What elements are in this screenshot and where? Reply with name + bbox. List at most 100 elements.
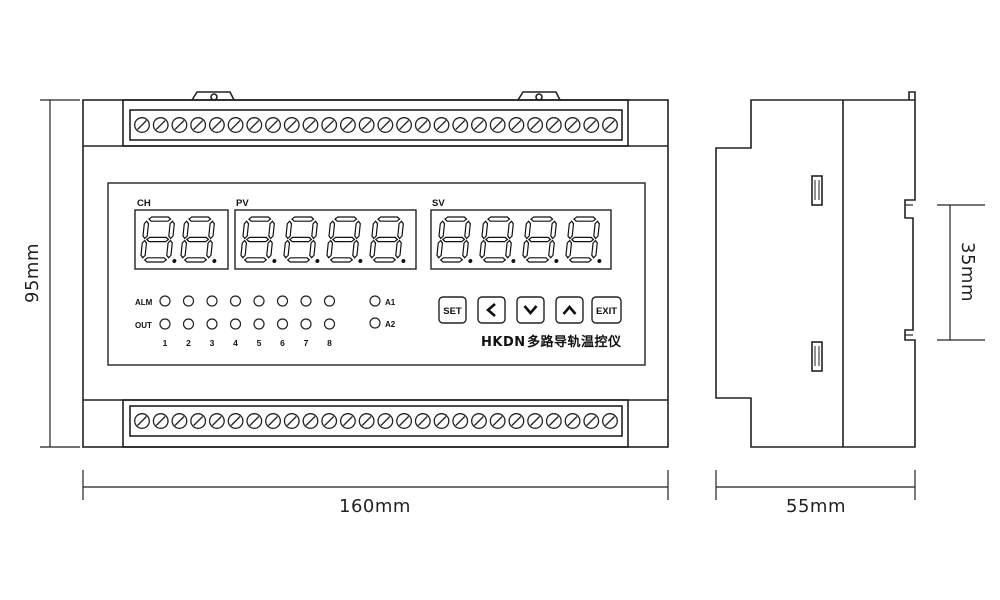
pv-display <box>234 209 417 270</box>
seven-segment-digit <box>240 216 277 263</box>
terminal-screw <box>246 117 263 133</box>
terminal-screw <box>414 413 431 429</box>
front-view <box>82 91 669 448</box>
sv-digits <box>436 216 602 263</box>
product-name: 多路导轨温控仪 <box>527 334 622 350</box>
terminal-screw <box>396 117 413 133</box>
seven-segment-digit <box>140 216 177 263</box>
top-terminal-housing <box>122 99 629 147</box>
alm-led <box>253 295 265 307</box>
terminal-screw <box>265 117 281 133</box>
ch-label: CH <box>137 198 151 209</box>
down-button[interactable] <box>516 296 545 324</box>
channel-number: 1 <box>163 338 168 348</box>
terminal-screw <box>339 117 356 133</box>
height-dimension-label: 95mm <box>22 243 43 303</box>
channel-number: 8 <box>327 338 332 348</box>
terminal-screw <box>602 413 618 429</box>
terminal-screw <box>545 117 562 133</box>
terminal-screw <box>508 413 525 429</box>
terminal-screw <box>152 117 169 133</box>
terminal-screw <box>564 413 581 429</box>
out-row-label: OUT <box>135 321 152 330</box>
alm-led <box>300 295 312 307</box>
terminal-screw <box>452 413 469 429</box>
terminal-screw <box>134 413 150 429</box>
a2-led <box>369 317 381 329</box>
a1-led <box>369 295 381 307</box>
side-clip-upper <box>811 175 823 206</box>
seven-segment-digit <box>369 216 406 263</box>
terminal-screw <box>452 117 469 133</box>
terminal-screw <box>377 413 394 429</box>
seven-segment-digit <box>479 216 516 263</box>
alm-led <box>323 295 336 307</box>
terminal-screw <box>171 117 188 133</box>
channel-number: 2 <box>186 338 191 348</box>
seven-segment-digit <box>180 216 217 263</box>
seven-segment-digit <box>326 216 363 263</box>
sv-label: SV <box>432 198 445 209</box>
seven-segment-digit <box>565 216 602 263</box>
terminal-screw <box>583 413 600 429</box>
out-led <box>276 318 289 330</box>
top-terminals <box>134 117 618 133</box>
set-button[interactable] <box>438 296 467 324</box>
out-led <box>253 318 265 330</box>
channel-number: 7 <box>304 338 309 348</box>
terminal-screw <box>302 413 319 429</box>
terminal-screw <box>321 117 338 133</box>
terminal-screw <box>564 117 581 133</box>
alm-row-label: ALM <box>135 298 153 307</box>
exit-button[interactable] <box>591 296 622 324</box>
terminal-screw <box>227 413 244 429</box>
terminal-screw <box>283 117 300 133</box>
terminal-screw <box>414 117 431 133</box>
exit-button-label: EXIT <box>596 306 617 317</box>
side-body-outline <box>715 91 916 448</box>
terminal-screw <box>471 413 487 429</box>
top-mount-tab-left-hole <box>210 93 218 101</box>
terminal-screw <box>134 117 150 133</box>
terminal-screw <box>545 413 562 429</box>
alm-led <box>159 295 171 307</box>
terminal-screw <box>489 413 506 429</box>
a2-label: A2 <box>385 320 396 329</box>
device-body-outline <box>82 99 669 448</box>
top-mount-tab-right-hole <box>535 93 543 101</box>
terminal-screw <box>227 117 244 133</box>
chevron-up-icon <box>562 305 577 315</box>
alm-led <box>182 295 195 307</box>
up-button[interactable] <box>555 296 584 324</box>
top-terminal-strip <box>129 109 623 141</box>
ch-digits <box>140 216 217 263</box>
channel-number: 5 <box>257 338 262 348</box>
terminal-screw <box>283 413 300 429</box>
terminal-screw <box>208 117 225 133</box>
terminal-screw <box>508 117 525 133</box>
out-led <box>300 318 312 330</box>
terminal-screw <box>339 413 356 429</box>
terminal-screw <box>190 413 207 429</box>
terminal-screw <box>302 117 319 133</box>
out-led <box>229 318 242 330</box>
channel-number: 4 <box>233 338 238 348</box>
left-button[interactable] <box>477 296 506 324</box>
top-mount-tab-right <box>517 91 561 101</box>
ch-display <box>134 209 229 270</box>
a1-label: A1 <box>385 298 396 307</box>
side-clip-lower <box>811 341 823 372</box>
terminal-screw <box>471 117 487 133</box>
sv-display <box>430 209 612 270</box>
set-button-label: SET <box>443 306 462 317</box>
terminal-screw <box>396 413 413 429</box>
terminal-screw <box>527 413 544 429</box>
chevron-left-icon <box>486 303 496 317</box>
terminal-screw <box>489 117 506 133</box>
terminal-screw <box>265 413 281 429</box>
rail-dimension-label: 35mm <box>957 242 978 302</box>
terminal-screw <box>246 413 263 429</box>
brand-name: HKDN <box>481 335 526 350</box>
terminal-screw <box>208 413 225 429</box>
